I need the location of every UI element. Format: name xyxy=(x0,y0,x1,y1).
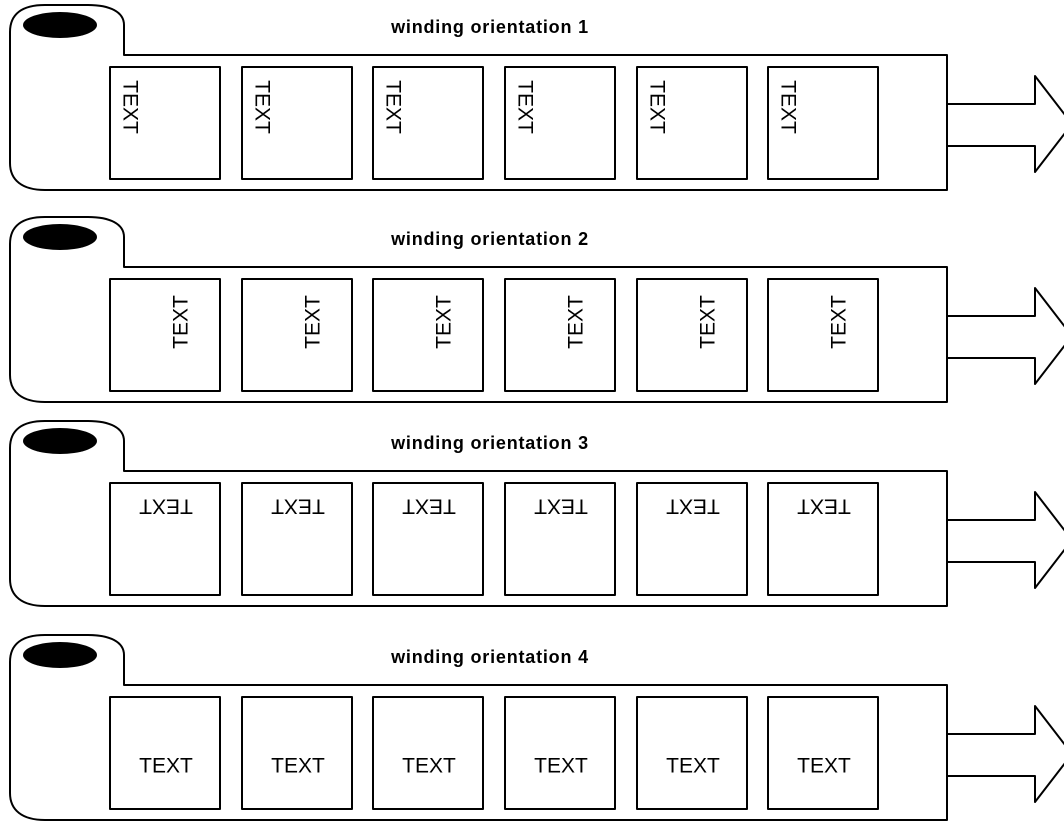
label-outline xyxy=(109,66,221,180)
winding-row-4: winding orientation 4 TEXT TEXT TEXT TEXT TEX… xyxy=(9,634,1064,821)
row-title: winding orientation 1 xyxy=(390,17,589,37)
label-box: TEXT xyxy=(241,696,353,810)
label-box: TEXT xyxy=(241,278,353,392)
arrow-right-icon xyxy=(945,491,1064,589)
label-outline xyxy=(767,66,879,180)
row-title: winding orientation 4 xyxy=(390,647,589,667)
label-outline xyxy=(109,696,221,810)
row-title: winding orientation 2 xyxy=(390,229,589,249)
winding-row-1: winding orientation 1 TEXT TEXT TEXT TEXT TEX… xyxy=(9,4,1064,191)
label-outline xyxy=(504,696,616,810)
label-box: TEXT xyxy=(767,696,879,810)
roll-core-icon xyxy=(23,12,97,38)
arrow-right-icon xyxy=(945,287,1064,385)
arrow-right-icon xyxy=(945,75,1064,173)
label-outline xyxy=(241,66,353,180)
roll-core-icon xyxy=(23,224,97,250)
label-text: TEXT xyxy=(271,755,325,778)
winding-row-2: winding orientation 2 TEXT TEXT TEXT TEXT TEX… xyxy=(9,216,1064,403)
label-outline xyxy=(109,278,221,392)
label-text: TEXT xyxy=(565,295,588,349)
arrow-right-icon xyxy=(945,705,1064,803)
label-text: TEXT xyxy=(666,755,720,778)
label-outline xyxy=(241,482,353,596)
label-box: TEXT xyxy=(636,278,748,392)
label-outline xyxy=(241,278,353,392)
label-text: TEXT xyxy=(139,755,193,778)
label-box: TEXT xyxy=(372,66,484,180)
label-outline xyxy=(241,696,353,810)
label-box: TEXT xyxy=(241,66,353,180)
label-text: TEXT xyxy=(433,295,456,349)
label-box: TEXT xyxy=(636,482,748,596)
label-box: TEXT xyxy=(636,696,748,810)
label-outline xyxy=(767,278,879,392)
label-text: TEXT xyxy=(697,295,720,349)
label-text: TEXT xyxy=(170,295,193,349)
label-box: TEXT xyxy=(504,482,616,596)
label-text: TEXT xyxy=(828,295,851,349)
label-outline xyxy=(636,66,748,180)
label-outline xyxy=(767,696,879,810)
label-text: TEXT xyxy=(402,755,456,778)
label-outline xyxy=(504,66,616,180)
label-text: TEXT xyxy=(250,80,273,134)
label-box: TEXT xyxy=(372,696,484,810)
label-outline xyxy=(372,696,484,810)
label-text: TEXT xyxy=(797,494,851,517)
label-text: TEXT xyxy=(118,80,141,134)
label-box: TEXT xyxy=(767,482,879,596)
label-outline xyxy=(636,696,748,810)
label-outline xyxy=(767,482,879,596)
label-outline xyxy=(109,482,221,596)
label-outline xyxy=(504,278,616,392)
label-box: TEXT xyxy=(372,278,484,392)
label-outline xyxy=(372,278,484,392)
label-outline xyxy=(372,66,484,180)
label-text: TEXT xyxy=(776,80,799,134)
label-text: TEXT xyxy=(513,80,536,134)
label-text: TEXT xyxy=(534,494,588,517)
label-text: TEXT xyxy=(302,295,325,349)
label-outline xyxy=(504,482,616,596)
roll-core-icon xyxy=(23,642,97,668)
label-box: TEXT xyxy=(504,696,616,810)
label-box: TEXT xyxy=(109,696,221,810)
label-text: TEXT xyxy=(139,494,193,517)
label-box: TEXT xyxy=(767,66,879,180)
label-box: TEXT xyxy=(636,66,748,180)
row-title: winding orientation 3 xyxy=(390,433,589,453)
label-box: TEXT xyxy=(109,278,221,392)
label-text: TEXT xyxy=(402,494,456,517)
label-text: TEXT xyxy=(381,80,404,134)
label-box: TEXT xyxy=(241,482,353,596)
label-text: TEXT xyxy=(797,755,851,778)
label-box: TEXT xyxy=(504,66,616,180)
label-box: TEXT xyxy=(767,278,879,392)
label-text: TEXT xyxy=(534,755,588,778)
label-box: TEXT xyxy=(504,278,616,392)
label-text: TEXT xyxy=(666,494,720,517)
label-box: TEXT xyxy=(372,482,484,596)
roll-core-icon xyxy=(23,428,97,454)
label-box: TEXT xyxy=(109,482,221,596)
label-text: TEXT xyxy=(271,494,325,517)
label-box: TEXT xyxy=(109,66,221,180)
winding-row-3: winding orientation 3 TEXT TEXT TEXT TEXT TEX… xyxy=(9,420,1064,607)
label-outline xyxy=(372,482,484,596)
label-outline xyxy=(636,482,748,596)
label-outline xyxy=(636,278,748,392)
label-text: TEXT xyxy=(645,80,668,134)
